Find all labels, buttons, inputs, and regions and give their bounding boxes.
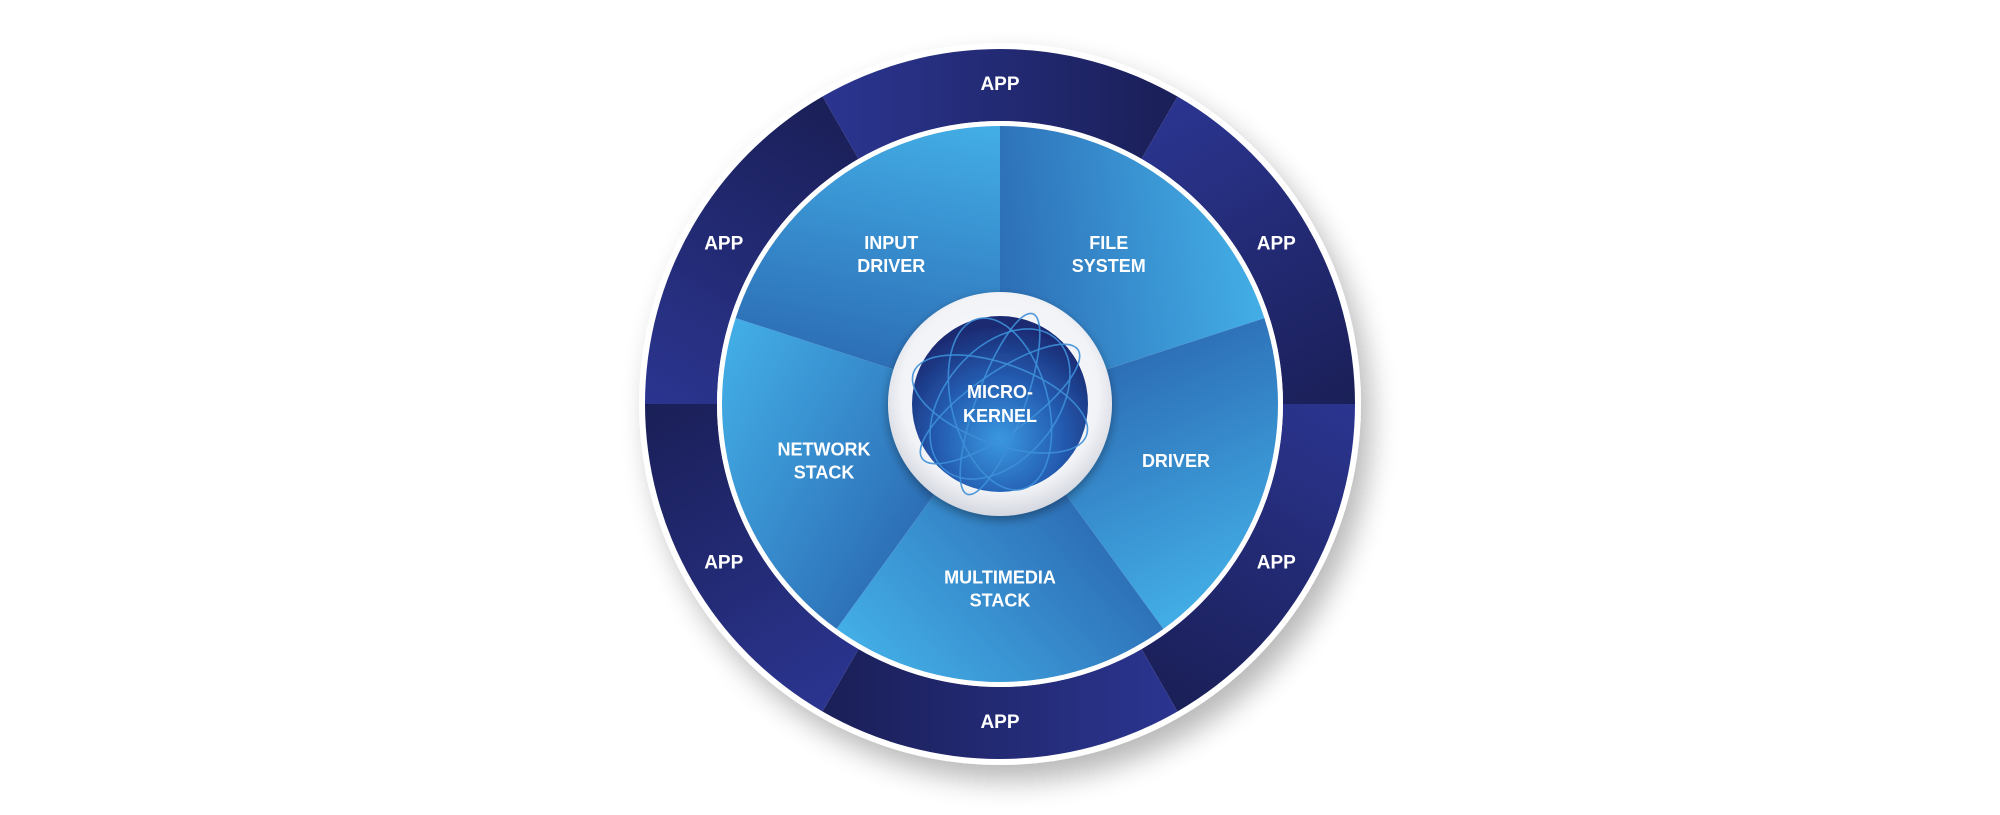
app-label: APP <box>1257 553 1296 574</box>
app-label: APP <box>980 712 1019 733</box>
app-label: APP <box>704 234 743 255</box>
app-label: APP <box>1257 234 1296 255</box>
app-label: APP <box>704 553 743 574</box>
core-sphere <box>912 316 1088 492</box>
microkernel-core <box>888 292 1112 516</box>
app-label: APP <box>980 74 1019 95</box>
service-label: DRIVER <box>1142 451 1210 471</box>
